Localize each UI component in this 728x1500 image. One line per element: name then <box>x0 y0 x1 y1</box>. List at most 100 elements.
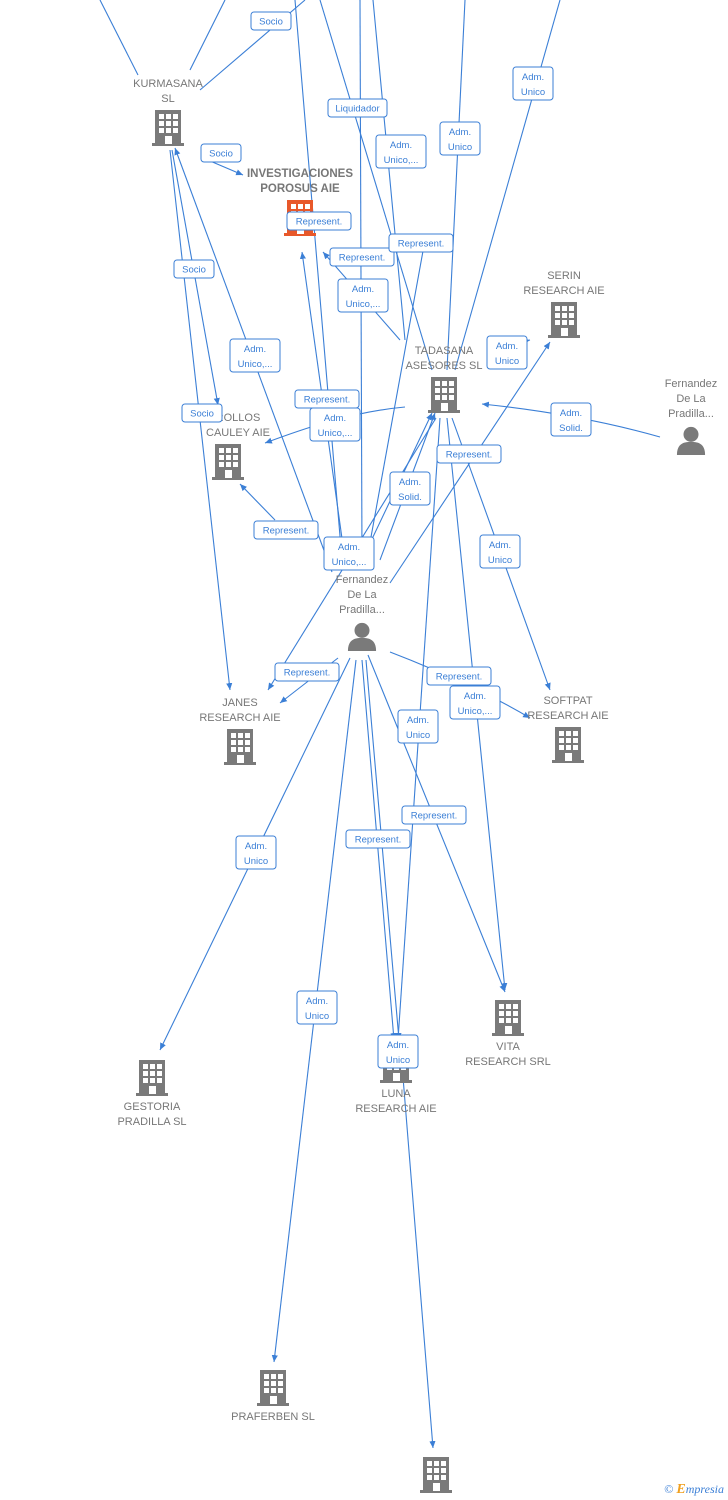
node-label: INVESTIGACIONES <box>247 168 353 180</box>
edge-label-adm-unico-2[interactable]: Adm.Unico <box>439 121 481 156</box>
edge-label-text: Adm. <box>489 540 511 551</box>
edge-label-text: Unico,... <box>332 557 367 568</box>
edge <box>454 0 561 371</box>
edge-label-adm-solid-1[interactable]: Adm.Solid. <box>550 402 592 437</box>
edge <box>446 0 466 371</box>
node-label: RESEARCH AIE <box>199 712 280 724</box>
edge-label-socio-3[interactable]: Socio <box>173 259 215 279</box>
edge-label-text: Adm. <box>324 413 346 424</box>
edge-label-represent-7[interactable]: Represent. <box>274 662 340 682</box>
node-label: SOFTPAT <box>543 695 592 707</box>
brand-initial: E <box>676 1482 686 1497</box>
edge-label-text: Adm. <box>306 996 328 1007</box>
empresia-watermark: ©Empresia <box>664 1482 724 1498</box>
edge-label-represent-4[interactable]: Represent. <box>294 389 360 409</box>
node-label: Fernandez <box>665 378 718 390</box>
edge-label-text: Adm. <box>522 72 544 83</box>
edge-label-text: Unico <box>448 142 472 153</box>
node-label: RESEARCH AIE <box>523 285 604 297</box>
edge-label-text: Unico <box>406 730 430 741</box>
edge-label-represent-3[interactable]: Represent. <box>388 233 454 253</box>
edge-label-adm-unico-dots-1[interactable]: Adm.Unico,... <box>375 134 427 169</box>
node-label: POROSUS AIE <box>260 183 340 195</box>
brand-name: mpresia <box>685 1482 724 1496</box>
edge-label-adm-unico-6[interactable]: Adm.Unico <box>235 835 277 870</box>
node-fernandez-right[interactable]: Fernandez De La Pradilla... <box>665 378 718 455</box>
building-icon <box>552 727 584 763</box>
edge-label-represent-10[interactable]: Represent. <box>345 829 411 849</box>
node-label: RESEARCH SRL <box>465 1056 551 1068</box>
edge-label-represent-9[interactable]: Represent. <box>401 805 467 825</box>
edge-label-adm-unico-5[interactable]: Adm.Unico <box>397 709 439 744</box>
edge-label-text: Adm. <box>464 691 486 702</box>
edge <box>239 483 276 521</box>
edge-label-represent-2[interactable]: Represent. <box>329 247 395 267</box>
node-label: Pradilla... <box>339 604 385 616</box>
edge-label-represent-1[interactable]: Represent. <box>286 211 352 231</box>
edge-label-adm-unico-dots-5[interactable]: Adm. Unico,... <box>323 536 375 571</box>
edge <box>364 239 426 571</box>
node-label: VITA <box>496 1041 520 1053</box>
edge-label-text: Adm. <box>338 542 360 553</box>
building-icon <box>548 302 580 338</box>
edge <box>319 0 433 371</box>
edge-label-adm-unico-4[interactable]: Adm. Unico <box>479 534 521 569</box>
node-desarrollos[interactable]: ROLLOS CAULEY AIE <box>206 412 270 480</box>
node-bottom-company[interactable] <box>420 1457 452 1493</box>
edge-label-adm-unico-dots-4[interactable]: Adm. Unico,... <box>309 407 361 442</box>
edge-label-represent-8[interactable]: Represent. <box>426 666 492 686</box>
node-label: CAULEY AIE <box>206 427 270 439</box>
edge-label-text: Socio <box>209 149 233 160</box>
building-icon <box>257 1370 289 1406</box>
edge-label-adm-solid-2[interactable]: Adm.Solid. <box>389 471 431 506</box>
building-icon <box>224 729 256 765</box>
edge <box>372 0 406 341</box>
edge-label-adm-unico-7[interactable]: Adm.Unico <box>296 990 338 1025</box>
edge-label-adm-unico-8[interactable]: Adm.Unico <box>377 1034 419 1069</box>
edge-label-liquidador[interactable]: Liquidador <box>327 98 388 118</box>
edge-label-text: Unico <box>495 356 519 367</box>
node-label: Pradilla... <box>668 408 714 420</box>
node-investigaciones[interactable]: INVESTIGACIONES POROSUS AIE <box>247 168 353 236</box>
edge-label-text: Represent. <box>296 217 342 228</box>
edge <box>99 0 139 76</box>
edge-label-socio-2[interactable]: Socio <box>200 143 242 163</box>
edge-label-text: Liquidador <box>335 104 379 115</box>
edge <box>399 1039 436 1449</box>
node-praferben[interactable]: PRAFERBEN SL <box>231 1370 315 1423</box>
edge-label-socio-1[interactable]: Socio <box>250 11 292 31</box>
node-label: De La <box>676 393 706 405</box>
edge <box>294 0 343 561</box>
edge-label-text: Unico,... <box>384 155 419 166</box>
building-icon <box>152 110 184 146</box>
edge-label-adm-unico-dots-3[interactable]: Adm.Unico,... <box>229 338 281 373</box>
building-icon <box>212 444 244 480</box>
edge-label-adm-unico-dots-2[interactable]: Adm.Unico,... <box>337 278 389 313</box>
edge-label-represent-5[interactable]: Represent. <box>436 444 502 464</box>
edge-label-text: Adm. <box>399 477 421 488</box>
node-label: ROLLOS <box>216 412 261 424</box>
edge-label-represent-6[interactable]: Represent. <box>253 520 319 540</box>
edge-label-text: Unico,... <box>318 428 353 439</box>
edge-label-adm-unico-3[interactable]: Adm.Unico <box>486 335 528 370</box>
building-icon <box>492 1000 524 1036</box>
edge-label-adm-unico-dots-6[interactable]: Adm.Unico,... <box>449 685 501 720</box>
edge-label-socio-4[interactable]: Socio <box>181 403 223 423</box>
node-softpat[interactable]: SOFTPAT RESEARCH AIE <box>527 695 609 763</box>
edge-label-text: Represent. <box>339 253 385 264</box>
node-vita[interactable]: VITA RESEARCH SRL <box>465 1000 551 1068</box>
edge-label-text: Represent. <box>398 239 444 250</box>
edge-label-text: Adm. <box>352 284 374 295</box>
edge-label-adm-unico-top[interactable]: Adm.Unico <box>512 66 554 101</box>
edge-label-text: Represent. <box>263 526 309 537</box>
edge-label-text: Unico <box>488 555 512 566</box>
node-label: RESEARCH AIE <box>527 710 608 722</box>
